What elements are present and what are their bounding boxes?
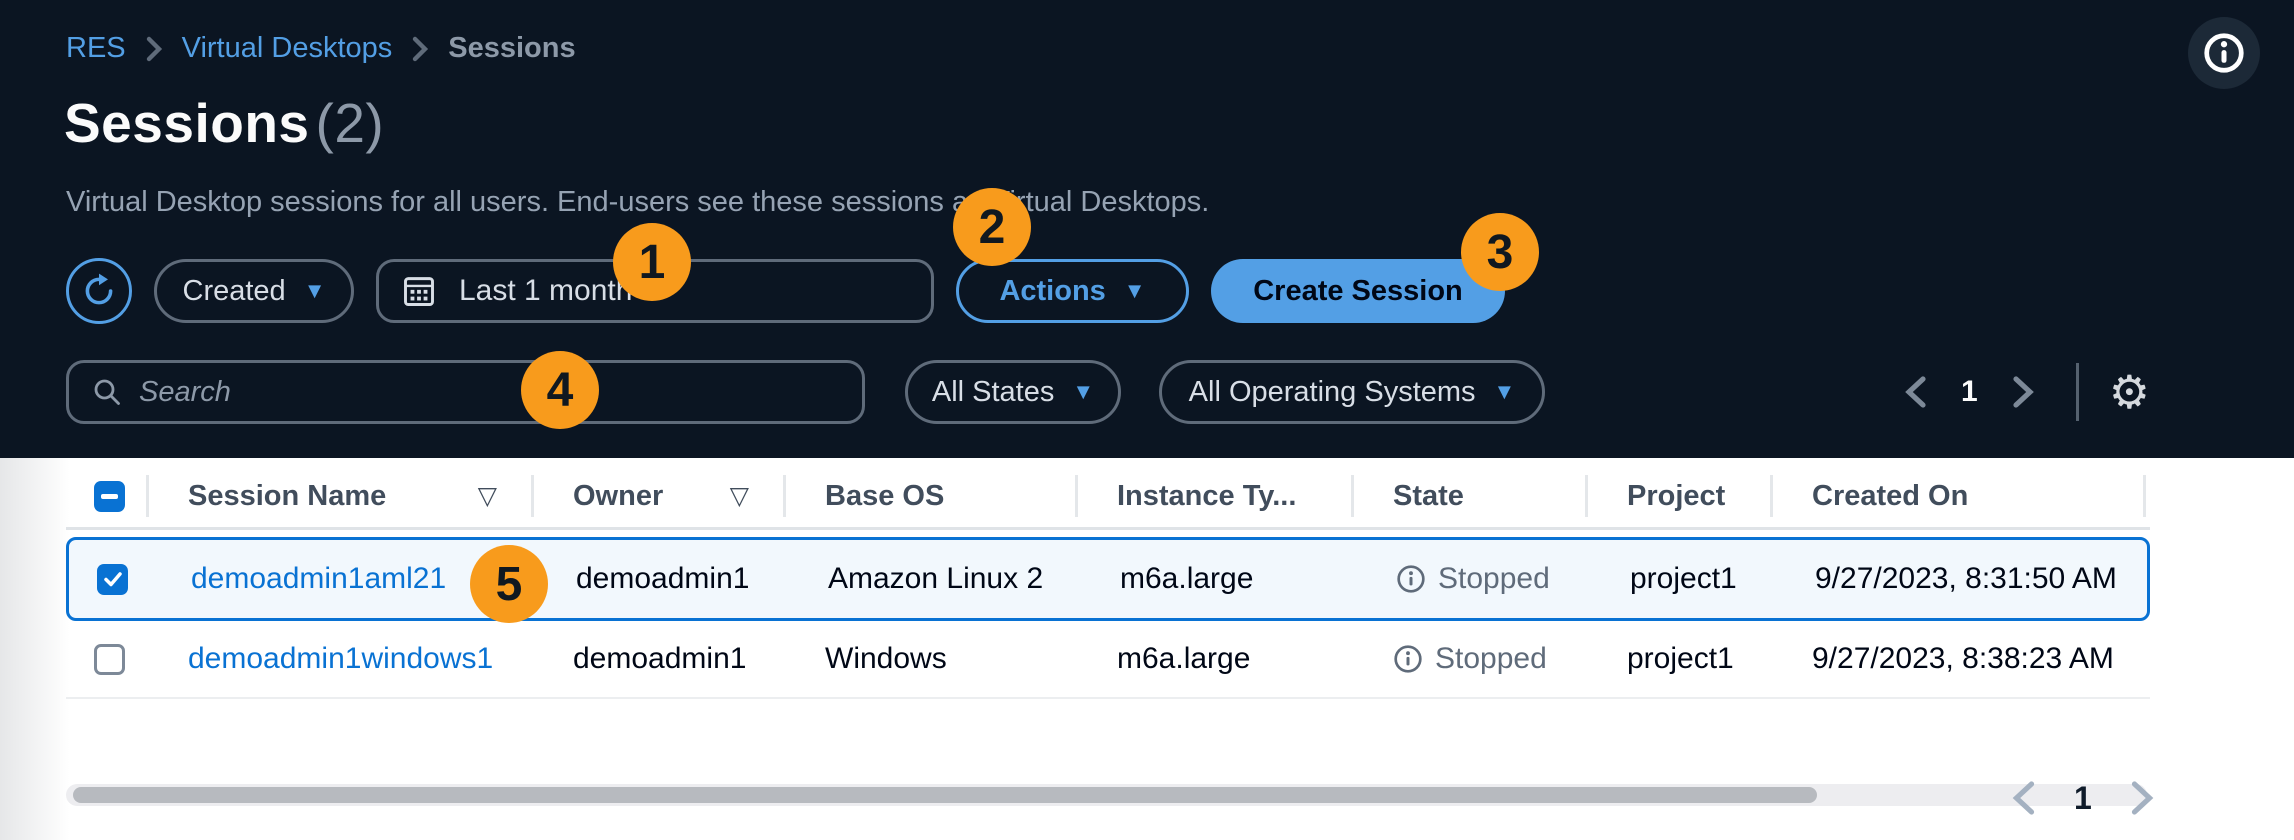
row-checkbox-unchecked[interactable] [94,643,125,675]
page-title-text: Sessions [64,92,310,154]
row-checkbox-checked[interactable] [97,563,128,595]
chevron-left-icon [2012,781,2035,815]
sessions-table-section: Session Name ▽ Owner ▽ Base OS Instance … [0,458,2294,840]
created-sort-dropdown[interactable]: Created ▼ [154,259,354,323]
created-on-cell: 9/27/2023, 8:31:50 AM [1815,562,2117,595]
next-page-button[interactable] [2118,779,2166,817]
breadcrumb-current: Sessions [448,32,576,64]
annotation-badge-1: 1 [613,223,691,301]
state-cell: Stopped [1354,562,1588,596]
current-page-number[interactable]: 1 [2074,779,2092,816]
status-info-icon [1397,565,1425,593]
actions-dropdown[interactable]: Actions ▼ [956,259,1189,323]
calendar-icon [404,277,434,306]
next-page-button[interactable] [2000,375,2046,409]
page-title-count: (2) [315,92,385,154]
current-page-number[interactable]: 1 [1961,375,1978,408]
pagination-bottom: 1 [2000,770,2166,826]
chevron-right-icon [2131,781,2154,815]
annotation-badge-2: 2 [953,188,1031,266]
breadcrumb-link-res[interactable]: RES [66,32,126,64]
prev-page-button[interactable] [2000,779,2048,817]
search-box[interactable] [66,360,865,424]
info-button[interactable] [2188,17,2260,89]
pagination-top: 1 ⚙ [1893,360,2156,424]
horizontal-scrollbar[interactable] [66,784,2147,806]
created-dropdown-label: Created [182,274,286,307]
info-icon [2204,33,2244,73]
date-range-value: Last 1 month [459,274,633,307]
breadcrumb-link-virtual-desktops[interactable]: Virtual Desktops [181,32,393,64]
os-filter-dropdown[interactable]: All Operating Systems ▼ [1159,360,1545,424]
search-icon [94,379,120,405]
session-name-link[interactable]: demoadmin1windows1 [188,642,494,675]
check-icon [103,572,122,587]
divider [2075,363,2079,421]
chevron-right-icon [2013,376,2034,408]
table-header-row: Session Name ▽ Owner ▽ Base OS Instance … [66,462,2150,530]
column-header-owner[interactable]: Owner ▽ [531,462,783,530]
toolbar: Created ▼ Last 1 month Actions ▼ Create … [66,258,1505,324]
status-info-icon [1394,645,1422,673]
annotation-badge-3: 3 [1461,213,1539,291]
create-session-button[interactable]: Create Session [1211,259,1505,323]
state-cell: Stopped [1351,642,1585,676]
chevron-down-icon: ▼ [1493,379,1516,404]
chevron-down-icon: ▼ [1072,379,1095,404]
actions-dropdown-label: Actions [999,274,1106,307]
column-header-base-os[interactable]: Base OS [783,462,1075,530]
project-cell: project1 [1630,562,1737,595]
chevron-down-icon: ▼ [303,278,326,303]
page-description: Virtual Desktop sessions for all users. … [66,186,1210,218]
page-header-section: RES Virtual Desktops Sessions Sessions(2… [0,0,2294,458]
refresh-icon [85,273,113,305]
annotation-badge-4: 4 [521,351,599,429]
session-name-link[interactable]: demoadmin1aml21 [191,562,447,595]
column-header-created-on[interactable]: Created On [1770,462,2150,530]
select-all-checkbox[interactable] [94,480,125,512]
states-filter-dropdown[interactable]: All States ▼ [905,360,1121,424]
sort-icon[interactable]: ▽ [729,482,749,510]
instance-type-cell: m6a.large [1120,562,1254,595]
select-all-cell [66,462,146,530]
page-title: Sessions(2) [64,88,384,158]
created-on-cell: 9/27/2023, 8:38:23 AM [1812,642,2114,675]
table-row[interactable]: demoadmin1aml21 demoadmin1 Amazon Linux … [66,537,2150,621]
breadcrumb-separator-icon [410,36,430,62]
owner-cell: demoadmin1 [573,642,747,675]
owner-cell: demoadmin1 [576,562,750,595]
instance-type-cell: m6a.large [1117,642,1251,675]
chevron-down-icon: ▼ [1123,278,1146,303]
breadcrumb-separator-icon [144,36,164,62]
indeterminate-icon [101,493,118,499]
prev-page-button[interactable] [1893,375,1939,409]
search-input[interactable] [139,375,779,409]
chevron-left-icon [1905,376,1926,408]
refresh-button[interactable] [66,258,132,324]
sessions-table: Session Name ▽ Owner ▽ Base OS Instance … [66,462,2150,699]
os-filter-label: All Operating Systems [1188,375,1476,408]
states-filter-label: All States [931,375,1055,408]
status-badge: Stopped [1438,562,1550,595]
base-os-cell: Amazon Linux 2 [828,562,1044,595]
sort-icon[interactable]: ▽ [477,482,497,510]
project-cell: project1 [1627,642,1734,675]
column-header-session-name[interactable]: Session Name ▽ [146,462,531,530]
filter-row: All States ▼ All Operating Systems ▼ [66,360,1545,424]
column-header-state[interactable]: State [1351,462,1585,530]
status-badge: Stopped [1435,642,1547,675]
table-row[interactable]: demoadmin1windows1 demoadmin1 Windows m6… [66,621,2150,699]
scrollbar-thumb[interactable] [73,787,1817,803]
preferences-gear-button[interactable]: ⚙ [2103,369,2156,415]
base-os-cell: Windows [825,642,947,675]
column-header-instance-type[interactable]: Instance Ty... [1075,462,1351,530]
annotation-badge-5: 5 [470,545,548,623]
column-header-project[interactable]: Project [1585,462,1770,530]
breadcrumb: RES Virtual Desktops Sessions [66,32,576,65]
